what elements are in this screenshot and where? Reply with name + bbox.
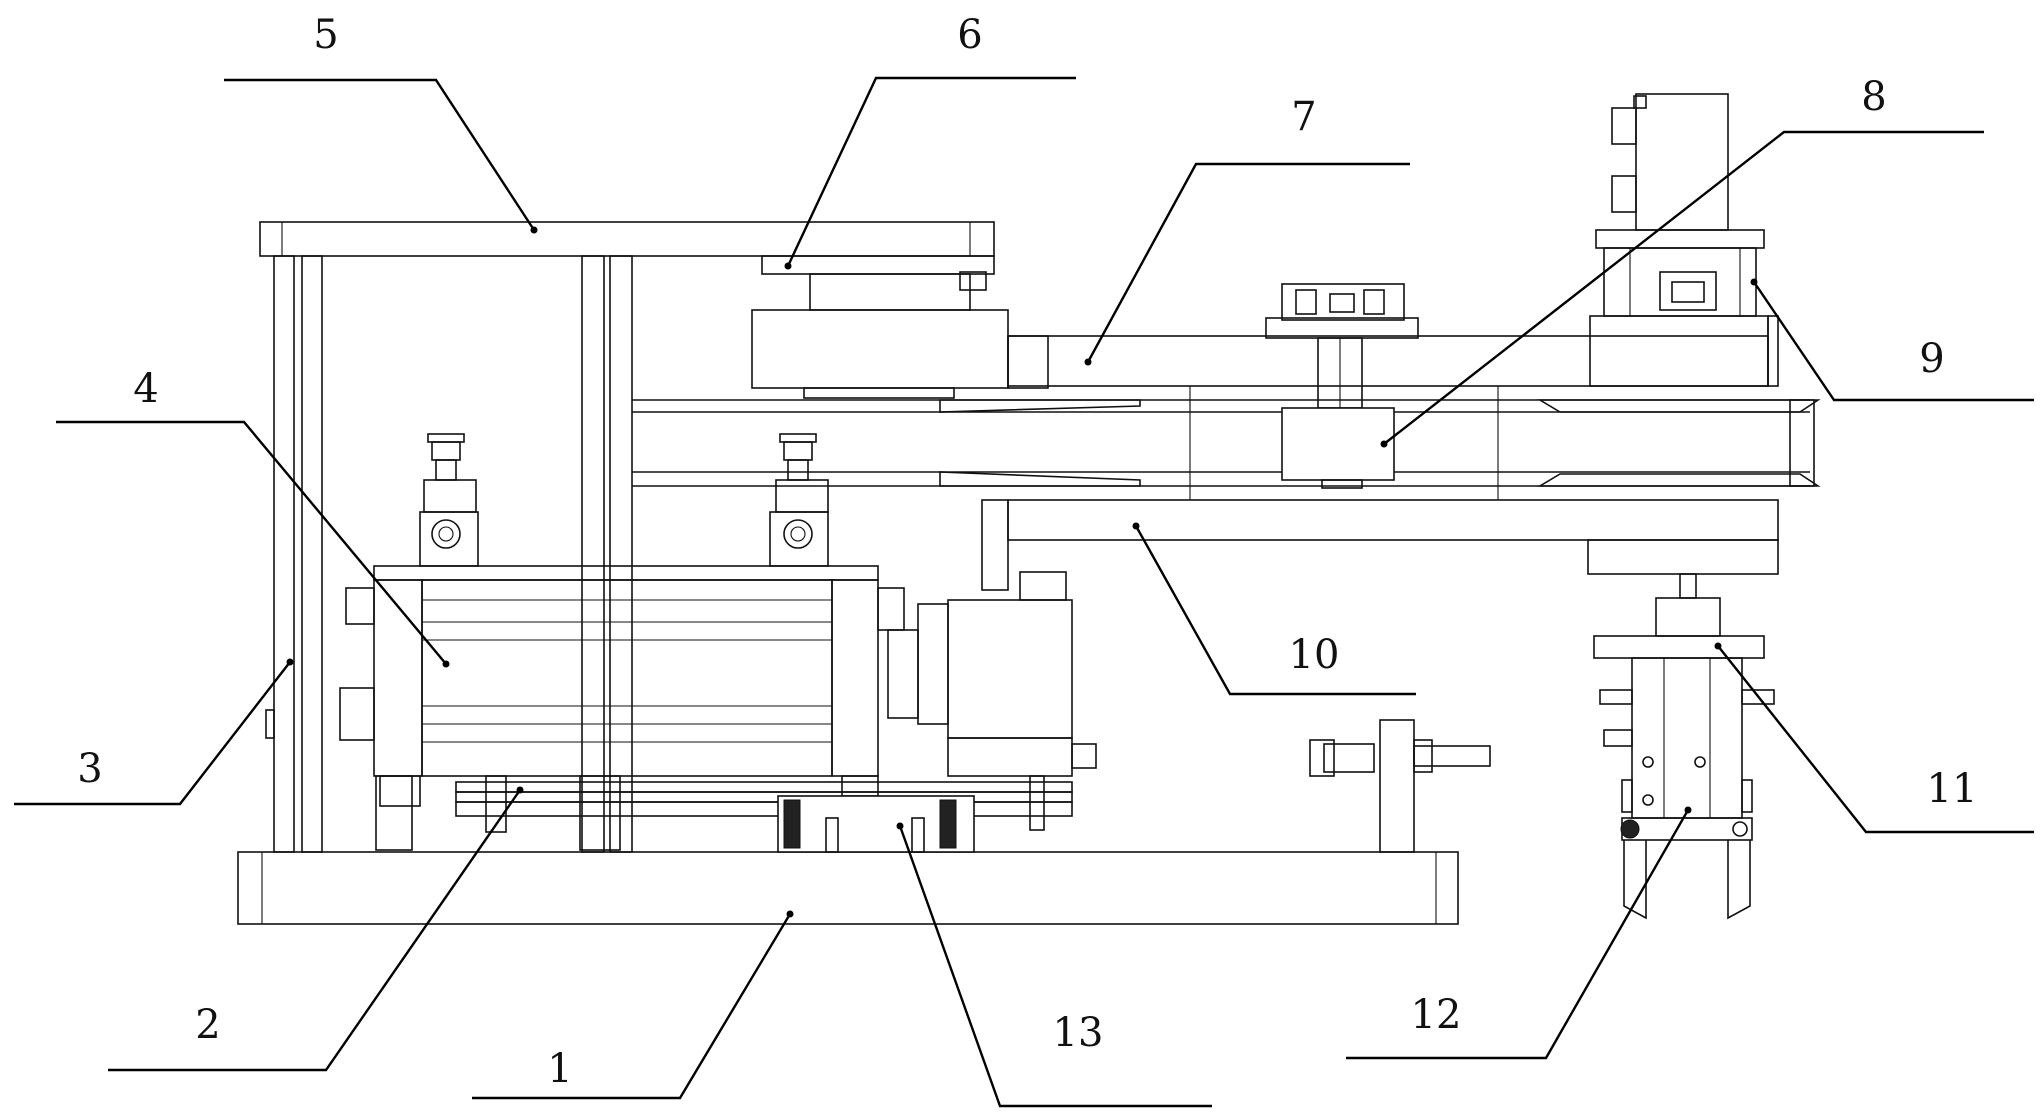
motor-right (769, 433, 829, 567)
callout-labels: 1 2 3 4 5 6 7 8 9 10 11 12 13 (77, 12, 1977, 1092)
callout-1: 1 (547, 1046, 572, 1092)
callout-3: 3 (77, 746, 102, 792)
linear-rail (379, 775, 1073, 853)
leader-lines (14, 76, 2034, 1108)
upper-bracket (761, 255, 995, 311)
base-plate (237, 851, 1459, 925)
callout-8: 8 (1861, 74, 1886, 120)
callout-4: 4 (133, 366, 158, 412)
tensioner-block (1265, 283, 1419, 489)
belt (632, 399, 1821, 487)
callout-13: 13 (1053, 1010, 1104, 1056)
callout-6: 6 (957, 12, 982, 58)
upper-arm (1007, 315, 1779, 410)
right-pedestal (1309, 719, 1491, 853)
callout-2: 2 (195, 1002, 220, 1048)
top-beam (259, 221, 995, 257)
callout-11: 11 (1927, 766, 1978, 812)
callout-12: 12 (1411, 992, 1462, 1038)
leader-dots (286, 226, 1758, 918)
motor-left (419, 433, 479, 567)
callout-5: 5 (313, 12, 338, 58)
main-cylinder (339, 565, 879, 851)
callout-10: 10 (1289, 632, 1340, 678)
gripper-assembly (1593, 573, 1775, 920)
lower-arm (981, 486, 1779, 591)
left-upper-drum (751, 309, 1049, 399)
callout-7: 7 (1291, 94, 1316, 140)
callout-9: 9 (1919, 336, 1944, 382)
drive-box (877, 571, 1097, 777)
frame-columns (265, 255, 633, 853)
right-top-cylinder (1595, 93, 1765, 317)
